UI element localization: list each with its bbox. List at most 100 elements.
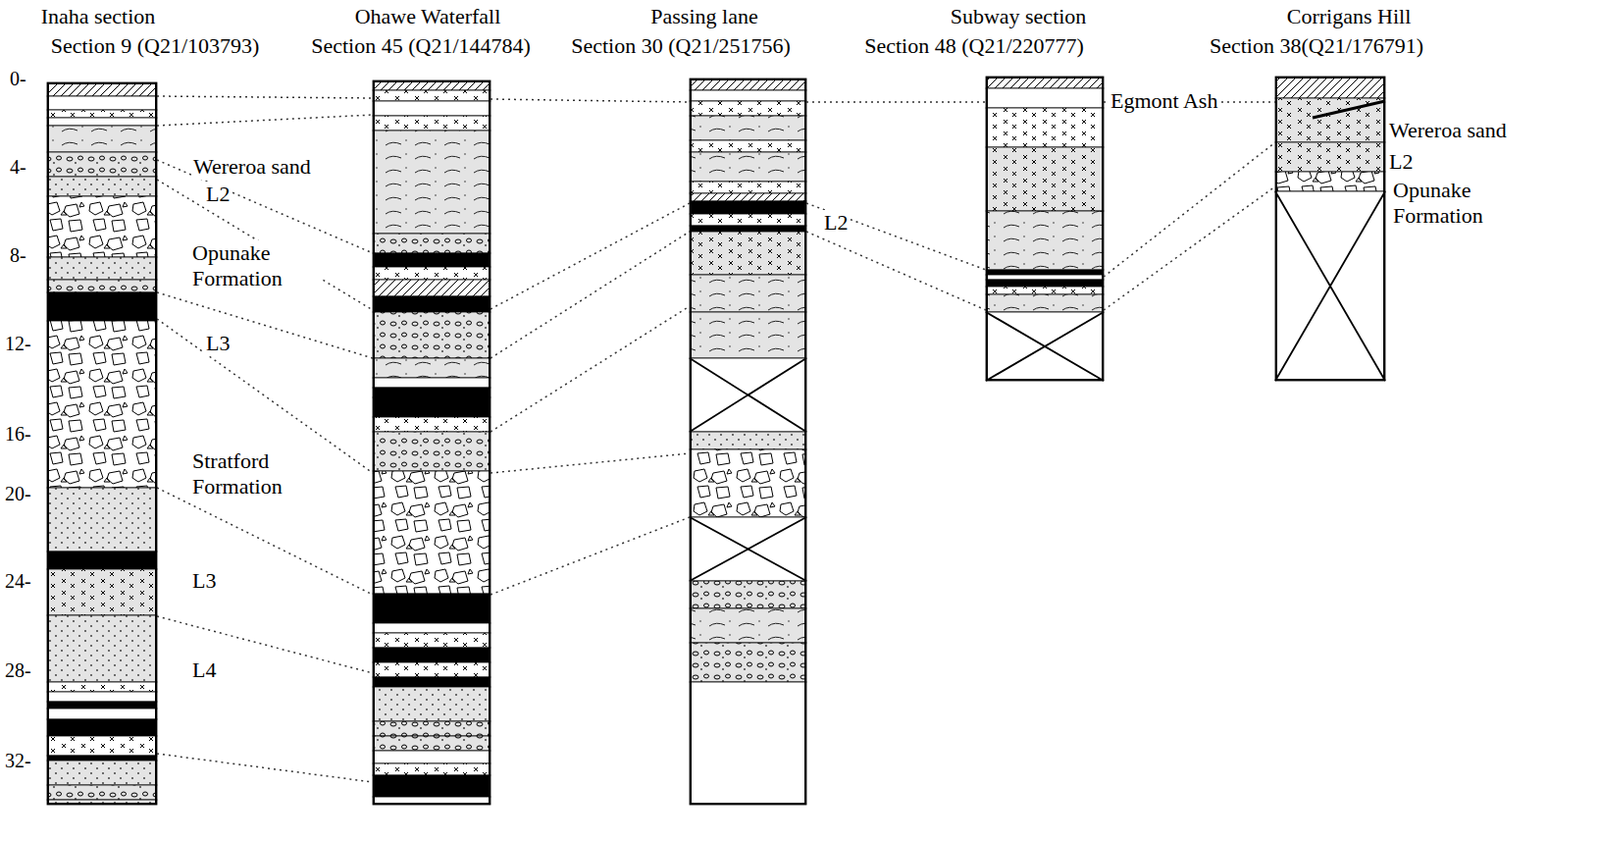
- stratum: [47, 196, 157, 258]
- stratum: [1275, 191, 1386, 381]
- stratum: [985, 294, 1104, 312]
- stratum: [689, 101, 807, 116]
- stratum: [372, 763, 491, 775]
- stratum: [985, 210, 1104, 270]
- stratum: [985, 107, 1104, 148]
- stratum: [47, 551, 157, 569]
- stratum: [47, 109, 157, 118]
- strata-column: [985, 76, 1104, 381]
- stratum: [689, 431, 807, 450]
- section-number: Section 45 (Q21/144784): [310, 33, 531, 59]
- stratum: [372, 686, 491, 722]
- stratum: [372, 130, 491, 234]
- stratum: [47, 708, 157, 720]
- stratum: [372, 115, 491, 131]
- stratum: [689, 140, 807, 153]
- stratum: [372, 358, 491, 378]
- stratum: [689, 358, 807, 432]
- stratum: [689, 181, 807, 194]
- correlation-line: [156, 292, 373, 359]
- stratum: [1275, 142, 1386, 172]
- section-column: Corrigans HillSection 38(Q21/176791): [1275, 76, 1386, 381]
- stratum: [689, 115, 807, 141]
- stratum: [372, 431, 491, 471]
- stratum: [47, 568, 157, 616]
- stratum: [689, 681, 807, 805]
- stratum: [689, 193, 807, 202]
- stratum: [47, 152, 157, 177]
- unit-label: L3: [190, 567, 218, 594]
- correlation-line: [156, 179, 373, 310]
- stratum: [372, 662, 491, 677]
- section-number: Section 48 (Q21/220777): [864, 33, 1084, 59]
- section-name: Corrigans Hill: [1287, 3, 1412, 30]
- stratum: [689, 90, 807, 102]
- stratum: [47, 96, 157, 110]
- strata-column: [689, 78, 807, 805]
- unit-label: L3: [204, 330, 232, 357]
- stratum: [47, 784, 157, 800]
- strata-column: [372, 80, 491, 805]
- stratum: [372, 622, 491, 633]
- unit-label: Stratford Formation: [190, 448, 322, 500]
- stratum: [372, 387, 491, 398]
- stratum: [372, 632, 491, 648]
- stratum: [689, 608, 807, 643]
- depth-tick: 12-: [2, 331, 34, 356]
- stratum: [372, 377, 491, 388]
- correlation-line: [490, 99, 690, 103]
- section-name: Passing lane: [650, 3, 758, 30]
- stratum: [689, 580, 807, 609]
- correlation-line: [490, 516, 690, 595]
- depth-tick: 20-: [2, 481, 34, 506]
- depth-tick: 0-: [7, 66, 29, 91]
- stratum: [372, 647, 491, 663]
- stratum: [985, 311, 1104, 381]
- depth-tick: 24-: [2, 568, 34, 593]
- section-column: Subway sectionSection 48 (Q21/220777): [985, 76, 1104, 381]
- stratum: [47, 681, 157, 692]
- section-name: Ohawe Waterfall: [355, 3, 502, 30]
- unit-label: Wereroa sand: [191, 154, 313, 180]
- stratum: [985, 147, 1104, 211]
- stratum: [372, 90, 491, 102]
- stratum: [47, 755, 157, 761]
- stratum: [47, 279, 157, 293]
- stratum: [372, 311, 491, 359]
- depth-tick: 28-: [2, 658, 34, 682]
- correlation-line: [490, 453, 690, 473]
- stratum: [47, 760, 157, 785]
- stratum: [372, 676, 491, 687]
- depth-tick: 8-: [7, 243, 29, 267]
- unit-label: Wereroa sand: [1387, 117, 1509, 144]
- section-column: Passing laneSection 30 (Q21/251756): [689, 78, 807, 805]
- unit-label: L4: [190, 657, 218, 683]
- correlation-line: [156, 487, 373, 595]
- missing-section-cross: [1275, 191, 1386, 381]
- stratum: [372, 774, 491, 797]
- stratum: [372, 279, 491, 297]
- missing-section-cross: [985, 311, 1104, 381]
- stratum: [47, 615, 157, 682]
- stratum: [47, 117, 157, 126]
- correlation-line: [490, 231, 690, 359]
- correlation-line: [806, 203, 986, 270]
- correlation-line: [156, 616, 373, 673]
- depth-tick: 4-: [7, 154, 29, 179]
- stratum: [47, 719, 157, 736]
- unit-label: L2: [204, 181, 232, 207]
- wedge-contact: [1312, 101, 1386, 118]
- stratum: [47, 320, 157, 488]
- stratum: [372, 253, 491, 267]
- stratum: [985, 279, 1104, 287]
- stratum: [372, 233, 491, 254]
- unit-label: Egmont Ash: [1108, 88, 1220, 114]
- stratum: [985, 269, 1104, 275]
- missing-section-cross: [689, 516, 807, 581]
- section-column: Inaha sectionSection 9 (Q21/103793): [47, 82, 157, 805]
- stratum: [372, 397, 491, 417]
- depth-tick: 32-: [2, 748, 34, 773]
- section-column: Ohawe WaterfallSection 45 (Q21/144784): [372, 80, 491, 805]
